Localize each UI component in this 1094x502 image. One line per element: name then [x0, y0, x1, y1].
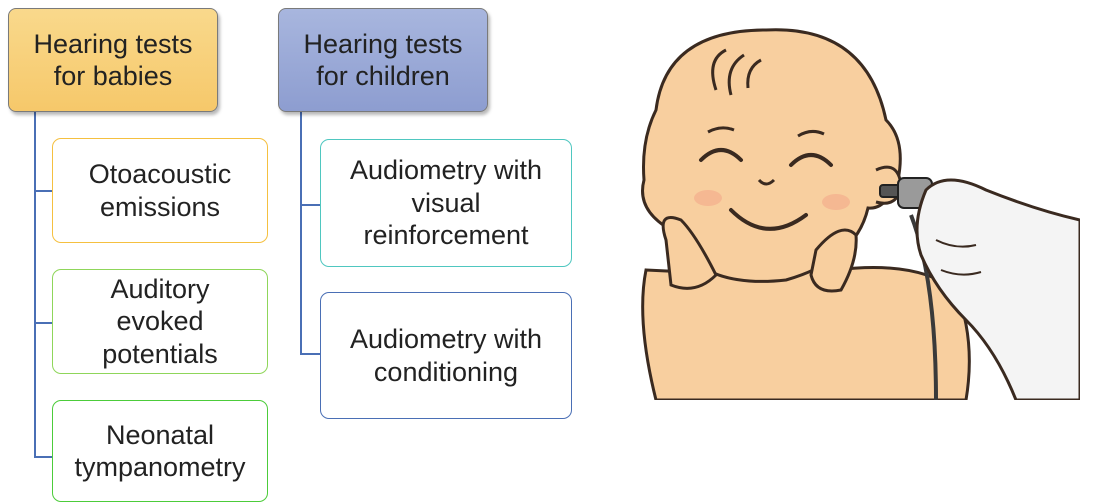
test-otoacoustic-emissions: Otoacoustic emissions: [52, 138, 268, 243]
connector-branch: [300, 353, 320, 355]
test-audiometry-visual-reinforcement: Audiometry with visual reinforcement: [320, 139, 572, 267]
connector-trunk-babies: [34, 112, 36, 457]
test-auditory-evoked-potentials: Auditory evoked potentials: [52, 269, 268, 374]
baby-hearing-test-illustration: [636, 20, 1080, 400]
connector-branch: [34, 322, 52, 324]
connector-branch: [34, 456, 52, 458]
connector-trunk-children: [300, 112, 302, 354]
header-babies: Hearing tests for babies: [8, 8, 218, 112]
header-children: Hearing tests for children: [278, 8, 488, 112]
connector-branch: [300, 204, 320, 206]
test-audiometry-conditioning: Audiometry with conditioning: [320, 292, 572, 419]
connector-branch: [34, 190, 52, 192]
test-neonatal-tympanometry: Neonatal tympanometry: [52, 400, 268, 502]
